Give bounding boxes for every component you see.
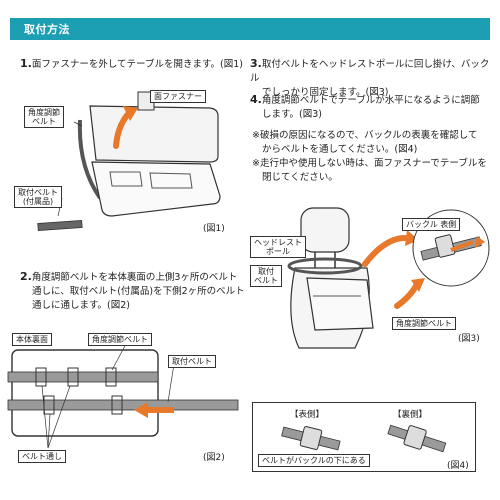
step-text: 角度調節ベルトでテーブルが水平になるように調節 — [261, 95, 480, 106]
step-text: 取付ベルトをヘッドレストポールに回し掛け、バックル — [250, 59, 490, 84]
label-fastener: 面ファスナー — [150, 90, 206, 103]
label-line: (付属品) — [22, 197, 54, 206]
section-header-bar: 取付方法 — [10, 18, 490, 40]
step-text: 角度調節ベルトを本体裏面の上側3ヶ所のベルト — [31, 272, 238, 283]
label-back-panel: 本体裏面 — [12, 333, 52, 346]
label-angle-belt: 角度調節 ベルト — [24, 106, 64, 128]
label-line: 取付ベルト — [18, 188, 58, 197]
note-text: ※破損の原因になるので、バックルの表裏を確認して — [252, 130, 478, 141]
label-line: 角度調節 — [28, 108, 60, 117]
step-4: 4.角度調節ベルトでテーブルが水平になるように調節 します。(図3) — [250, 93, 495, 122]
step-text: 通しに、取付ベルト(付属品)を下側2ヶ所のベルト — [32, 286, 245, 297]
label-belt-under-buckle: ベルトがバックルの下にある — [258, 454, 370, 467]
label-buckle-front: バックル 表側 — [402, 218, 461, 231]
label-line: ヘッドレスト — [254, 238, 302, 247]
step-2: 2.角度調節ベルトを本体裏面の上側3ヶ所のベルト 通しに、取付ベルト(付属品)を… — [20, 270, 250, 313]
step-text: でしっかり固定します。(図3) — [262, 87, 389, 98]
note-2: ※走行中や使用しない時は、面ファスナーでテーブルを 閉じてください。 — [252, 157, 497, 185]
figure-2-caption: (図2) — [203, 453, 225, 463]
label-belt-loops: ベルト通し — [18, 450, 66, 463]
step-number: 3. — [250, 57, 262, 70]
label-front-side: 【表側】 — [290, 410, 325, 420]
figure-1-table-illustration — [37, 91, 221, 231]
figure-1-caption: (図1) — [203, 224, 225, 234]
label-line: ベルト — [254, 276, 278, 285]
figure-4-caption: (図4) — [447, 461, 469, 471]
step-text: します。(図3) — [262, 109, 323, 120]
step-text: 面ファスナーを外してテーブルを開きます。(図1) — [31, 59, 243, 70]
label-angle-belt-3: 角度調節ベルト — [392, 317, 456, 330]
step-1: 1.面ファスナーを外してテーブルを開きます。(図1) — [20, 57, 250, 72]
figure-4-buckle-illustration — [281, 424, 447, 453]
step-number: 2. — [20, 270, 32, 283]
section-title: 取付方法 — [24, 23, 70, 36]
figure-2-back-panel-illustration — [7, 343, 239, 449]
label-headrest-pole: ヘッドレスト ポール — [250, 236, 306, 258]
label-line: ベルト — [32, 117, 56, 126]
note-text: からベルトを通してください。(図4) — [262, 144, 418, 155]
label-angle-belt-2: 角度調節ベルト — [88, 333, 152, 346]
step-text: 通しに通します。(図2) — [32, 300, 131, 311]
label-back-side: 【裏側】 — [393, 410, 428, 420]
figure-3-seat-illustration — [287, 207, 490, 349]
figure-3-caption: (図3) — [458, 334, 480, 344]
note-1: ※破損の原因になるので、バックルの表裏を確認して からベルトを通してください。(… — [252, 129, 497, 157]
step-number: 1. — [20, 57, 32, 70]
note-text: 閉じてください。 — [262, 172, 338, 183]
label-mount-belt-3: 取付 ベルト — [250, 265, 282, 287]
label-mount-belt: 取付ベルト (付属品) — [14, 186, 62, 208]
label-line: 取付 — [258, 267, 274, 276]
step-3: 3.取付ベルトをヘッドレストポールに回し掛け、バックル でしっかり固定します。(… — [250, 57, 495, 100]
label-mount-belt-2: 取付ベルト — [168, 355, 216, 368]
step-number: 4. — [250, 93, 262, 106]
note-text: ※走行中や使用しない時は、面ファスナーでテーブルを — [252, 158, 487, 169]
label-line: ポール — [266, 247, 290, 256]
